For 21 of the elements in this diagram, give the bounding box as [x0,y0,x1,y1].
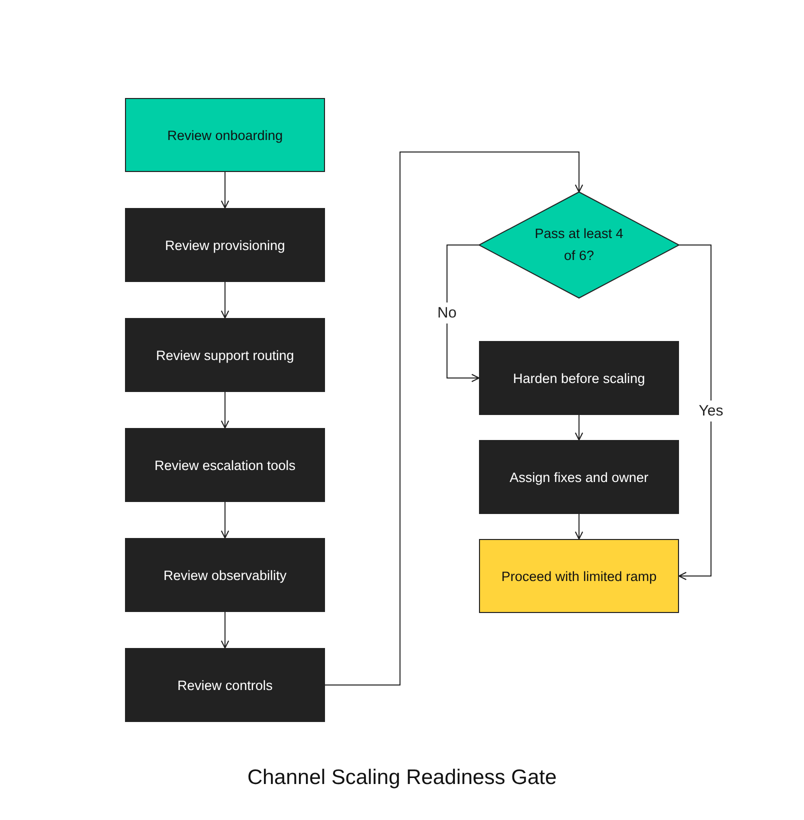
process-box: Review onboarding [125,98,325,172]
process-box: Review escalation tools [125,428,325,502]
process-box: Review observability [125,538,325,612]
process-box: Proceed with limited ramp [479,539,679,613]
process-box: Assign fixes and owner [479,440,679,514]
process-box: Review provisioning [125,208,325,282]
arrow [574,414,584,441]
process-box: Review controls [125,648,325,722]
process-box: Harden before scaling [479,341,679,415]
arrow [220,172,230,209]
arrow [220,612,230,649]
arrow [220,282,230,319]
arrow [220,502,230,539]
decision-label: Pass at least 4 of 6? [534,225,624,265]
process-box: Review support routing [125,318,325,392]
arrow [324,152,584,686]
arrow [574,514,584,540]
arrow [446,244,480,382]
diagram-title: Channel Scaling Readiness Gate [246,766,558,790]
arrow [220,392,230,429]
arrow [678,244,712,580]
